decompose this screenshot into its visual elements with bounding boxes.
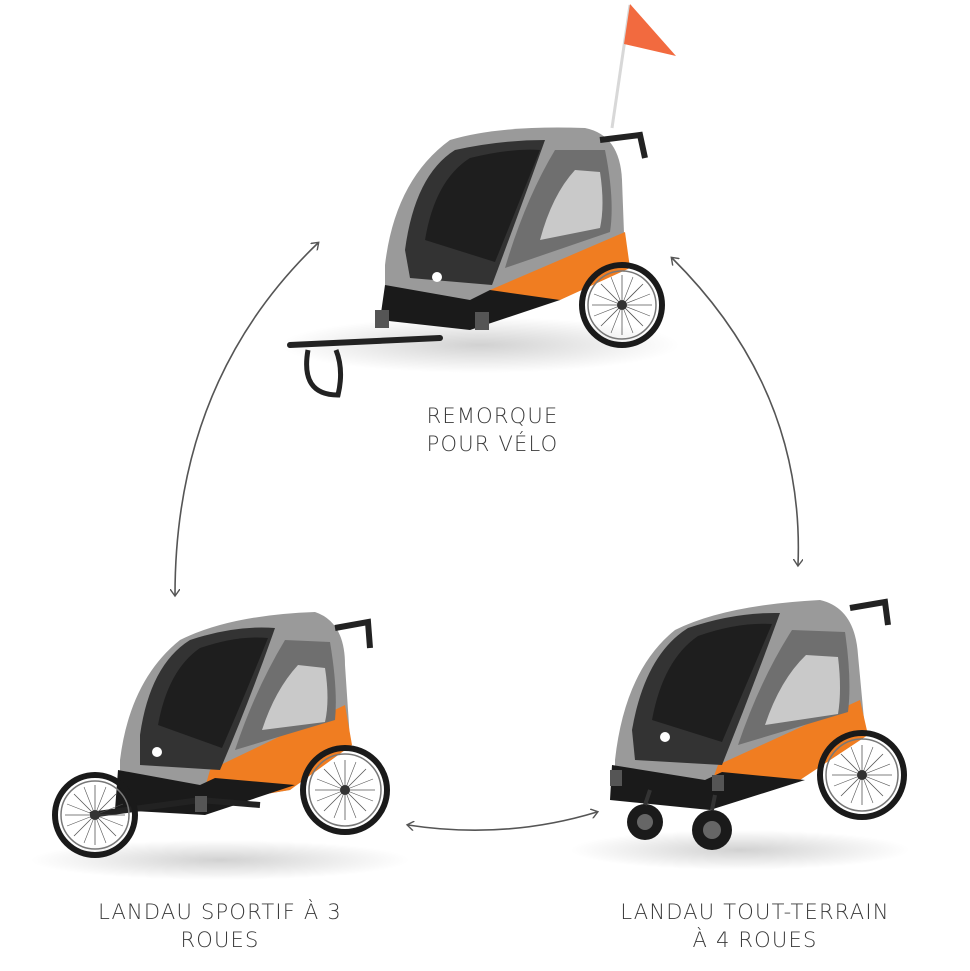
label-line: LANDAU TOUT-TERRAIN xyxy=(620,900,890,924)
mode-label-bike-trailer: REMORQUE POUR VÉLO xyxy=(335,402,650,458)
double-arrow-icon xyxy=(672,258,798,565)
label-line: ROUES xyxy=(180,928,260,952)
jogger-3-wheels-illustration xyxy=(30,612,410,880)
brand-logo-icon xyxy=(660,732,670,742)
double-arrow-icon xyxy=(408,812,597,832)
wheel-icon xyxy=(52,772,138,858)
wheel-icon xyxy=(627,804,663,840)
tow-bar-icon xyxy=(287,335,443,348)
wheel-icon xyxy=(692,810,732,850)
double-arrow-icon xyxy=(175,243,318,595)
label-line: POUR VÉLO xyxy=(426,432,559,456)
label-line: LANDAU SPORTIF À 3 xyxy=(98,900,342,924)
stroller-4-wheels-illustration xyxy=(570,598,910,870)
flag-icon xyxy=(624,4,676,56)
mode-label-jogger: LANDAU SPORTIF À 3 ROUES xyxy=(60,898,380,954)
brand-logo-icon xyxy=(152,747,162,757)
bike-trailer-illustration xyxy=(280,4,680,398)
wheel-icon xyxy=(300,745,390,835)
wheel-icon xyxy=(579,262,665,348)
wheel-icon xyxy=(817,730,907,820)
label-line: À 4 ROUES xyxy=(692,928,818,952)
mode-label-stroller: LANDAU TOUT-TERRAIN À 4 ROUES xyxy=(590,898,920,954)
brand-logo-icon xyxy=(432,272,442,282)
label-line: REMORQUE xyxy=(426,404,559,428)
